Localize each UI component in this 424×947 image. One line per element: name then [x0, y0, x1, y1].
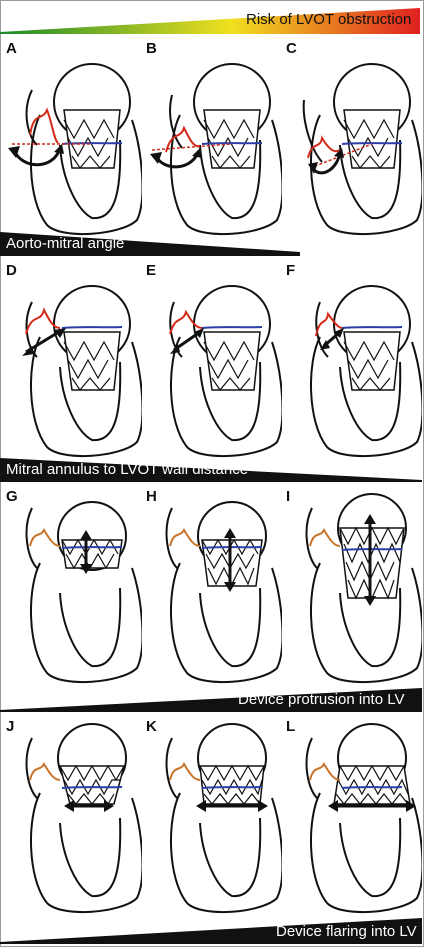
panel-label: J	[6, 718, 15, 735]
parameter-label: Aorto-mitral angle	[6, 235, 125, 252]
heart-diagram	[309, 285, 422, 457]
parameter-banner: Aorto-mitral angle	[0, 232, 424, 256]
panel-label: H	[146, 488, 157, 505]
panel-f: F	[282, 262, 422, 462]
heart-diagram	[169, 285, 282, 457]
risk-banner-label: Risk of LVOT obstruction	[246, 11, 412, 28]
parameter-banner: Mitral annulus to LVOT wall distance	[0, 458, 424, 482]
panel-label: D	[6, 262, 17, 279]
panel-label: K	[146, 718, 157, 735]
panel-g: G	[2, 488, 142, 688]
panel-d: D	[2, 262, 142, 462]
heart-diagram	[22, 285, 142, 457]
parameter-wedge	[0, 918, 422, 944]
parameter-label: Device flaring into LV	[276, 923, 417, 940]
parameter-wedge	[0, 232, 300, 256]
heart-diagram	[25, 723, 142, 913]
heart-diagram	[165, 723, 282, 913]
panel-k: K	[142, 718, 282, 918]
panel-c: C	[282, 40, 422, 240]
panel-a: A	[2, 40, 142, 240]
panel-e: E	[142, 262, 282, 462]
heart-diagram	[8, 63, 142, 235]
panel-label: B	[146, 40, 157, 57]
parameter-label: Mitral annulus to LVOT wall distance	[6, 461, 249, 478]
risk-gradient-wedge	[0, 8, 420, 34]
parameter-wedge	[0, 688, 422, 712]
panel-label: A	[6, 40, 17, 57]
panel-j: J	[2, 718, 142, 918]
panel-label: I	[286, 488, 291, 505]
heart-diagram	[302, 63, 422, 235]
parameter-wedge	[0, 458, 422, 482]
parameter-banner: Device flaring into LV	[0, 918, 424, 944]
panel-l: L	[282, 718, 422, 918]
parameter-banner: Device protrusion into LV	[0, 688, 424, 712]
heart-diagram	[305, 493, 422, 683]
parameter-label: Device protrusion into LV	[238, 691, 405, 708]
panel-label: L	[286, 718, 296, 735]
heart-diagram	[25, 501, 142, 683]
panel-b: B	[142, 40, 282, 240]
heart-diagram	[165, 501, 282, 683]
panel-h: H	[142, 488, 282, 688]
panel-label: C	[286, 40, 297, 57]
panel-label: E	[146, 262, 157, 279]
panel-label: G	[6, 488, 18, 505]
panel-label: F	[286, 262, 296, 279]
heart-diagram	[150, 63, 282, 235]
risk-banner: Risk of LVOT obstruction	[0, 8, 424, 34]
heart-diagram	[305, 723, 422, 913]
panel-i: I	[282, 488, 422, 688]
